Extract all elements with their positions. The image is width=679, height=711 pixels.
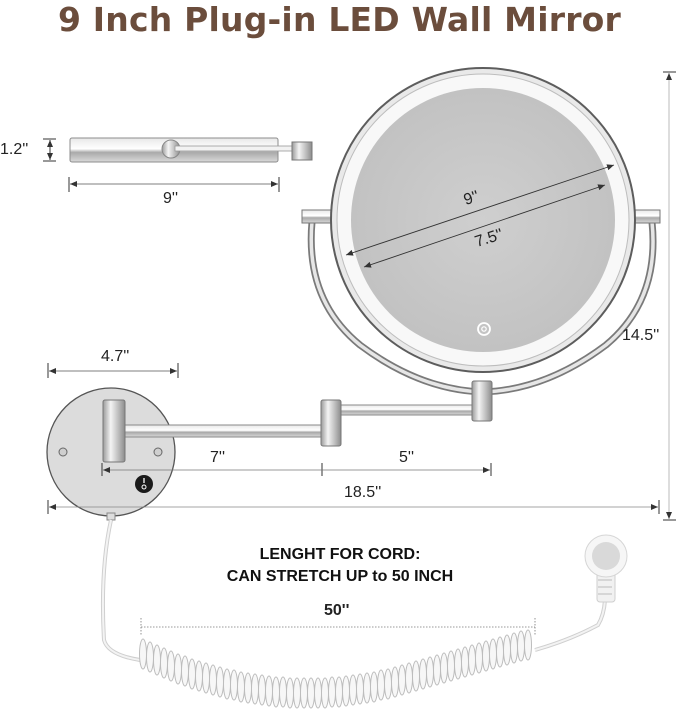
side-width-label: 9'' xyxy=(163,190,179,207)
cord-heading-line2: CAN STRETCH UP to 50 INCH xyxy=(226,568,454,585)
cord-heading-line1: LENGHT FOR CORD: xyxy=(259,546,421,563)
coiled-cord xyxy=(100,519,607,709)
first-arm-label: 7'' xyxy=(210,449,226,466)
base-width-label: 4.7'' xyxy=(101,348,130,365)
power-touch-icon[interactable] xyxy=(477,322,491,336)
total-extension-label: 18.5'' xyxy=(344,484,382,501)
arm-dimensions xyxy=(47,363,660,514)
height-dimension xyxy=(663,71,676,521)
swing-arm xyxy=(46,380,493,521)
second-arm-label: 5'' xyxy=(399,449,415,466)
page-title: 9 Inch Plug-in LED Wall Mirror xyxy=(57,0,622,39)
side-view xyxy=(43,137,313,192)
plug-icon xyxy=(584,534,628,603)
side-thickness-label: 1.2'' xyxy=(0,141,29,158)
total-height-label: 14.5'' xyxy=(622,327,660,344)
rocker-switch-icon[interactable] xyxy=(135,475,153,493)
cord-length-label: 50'' xyxy=(324,602,350,619)
mirror-head xyxy=(330,67,636,373)
